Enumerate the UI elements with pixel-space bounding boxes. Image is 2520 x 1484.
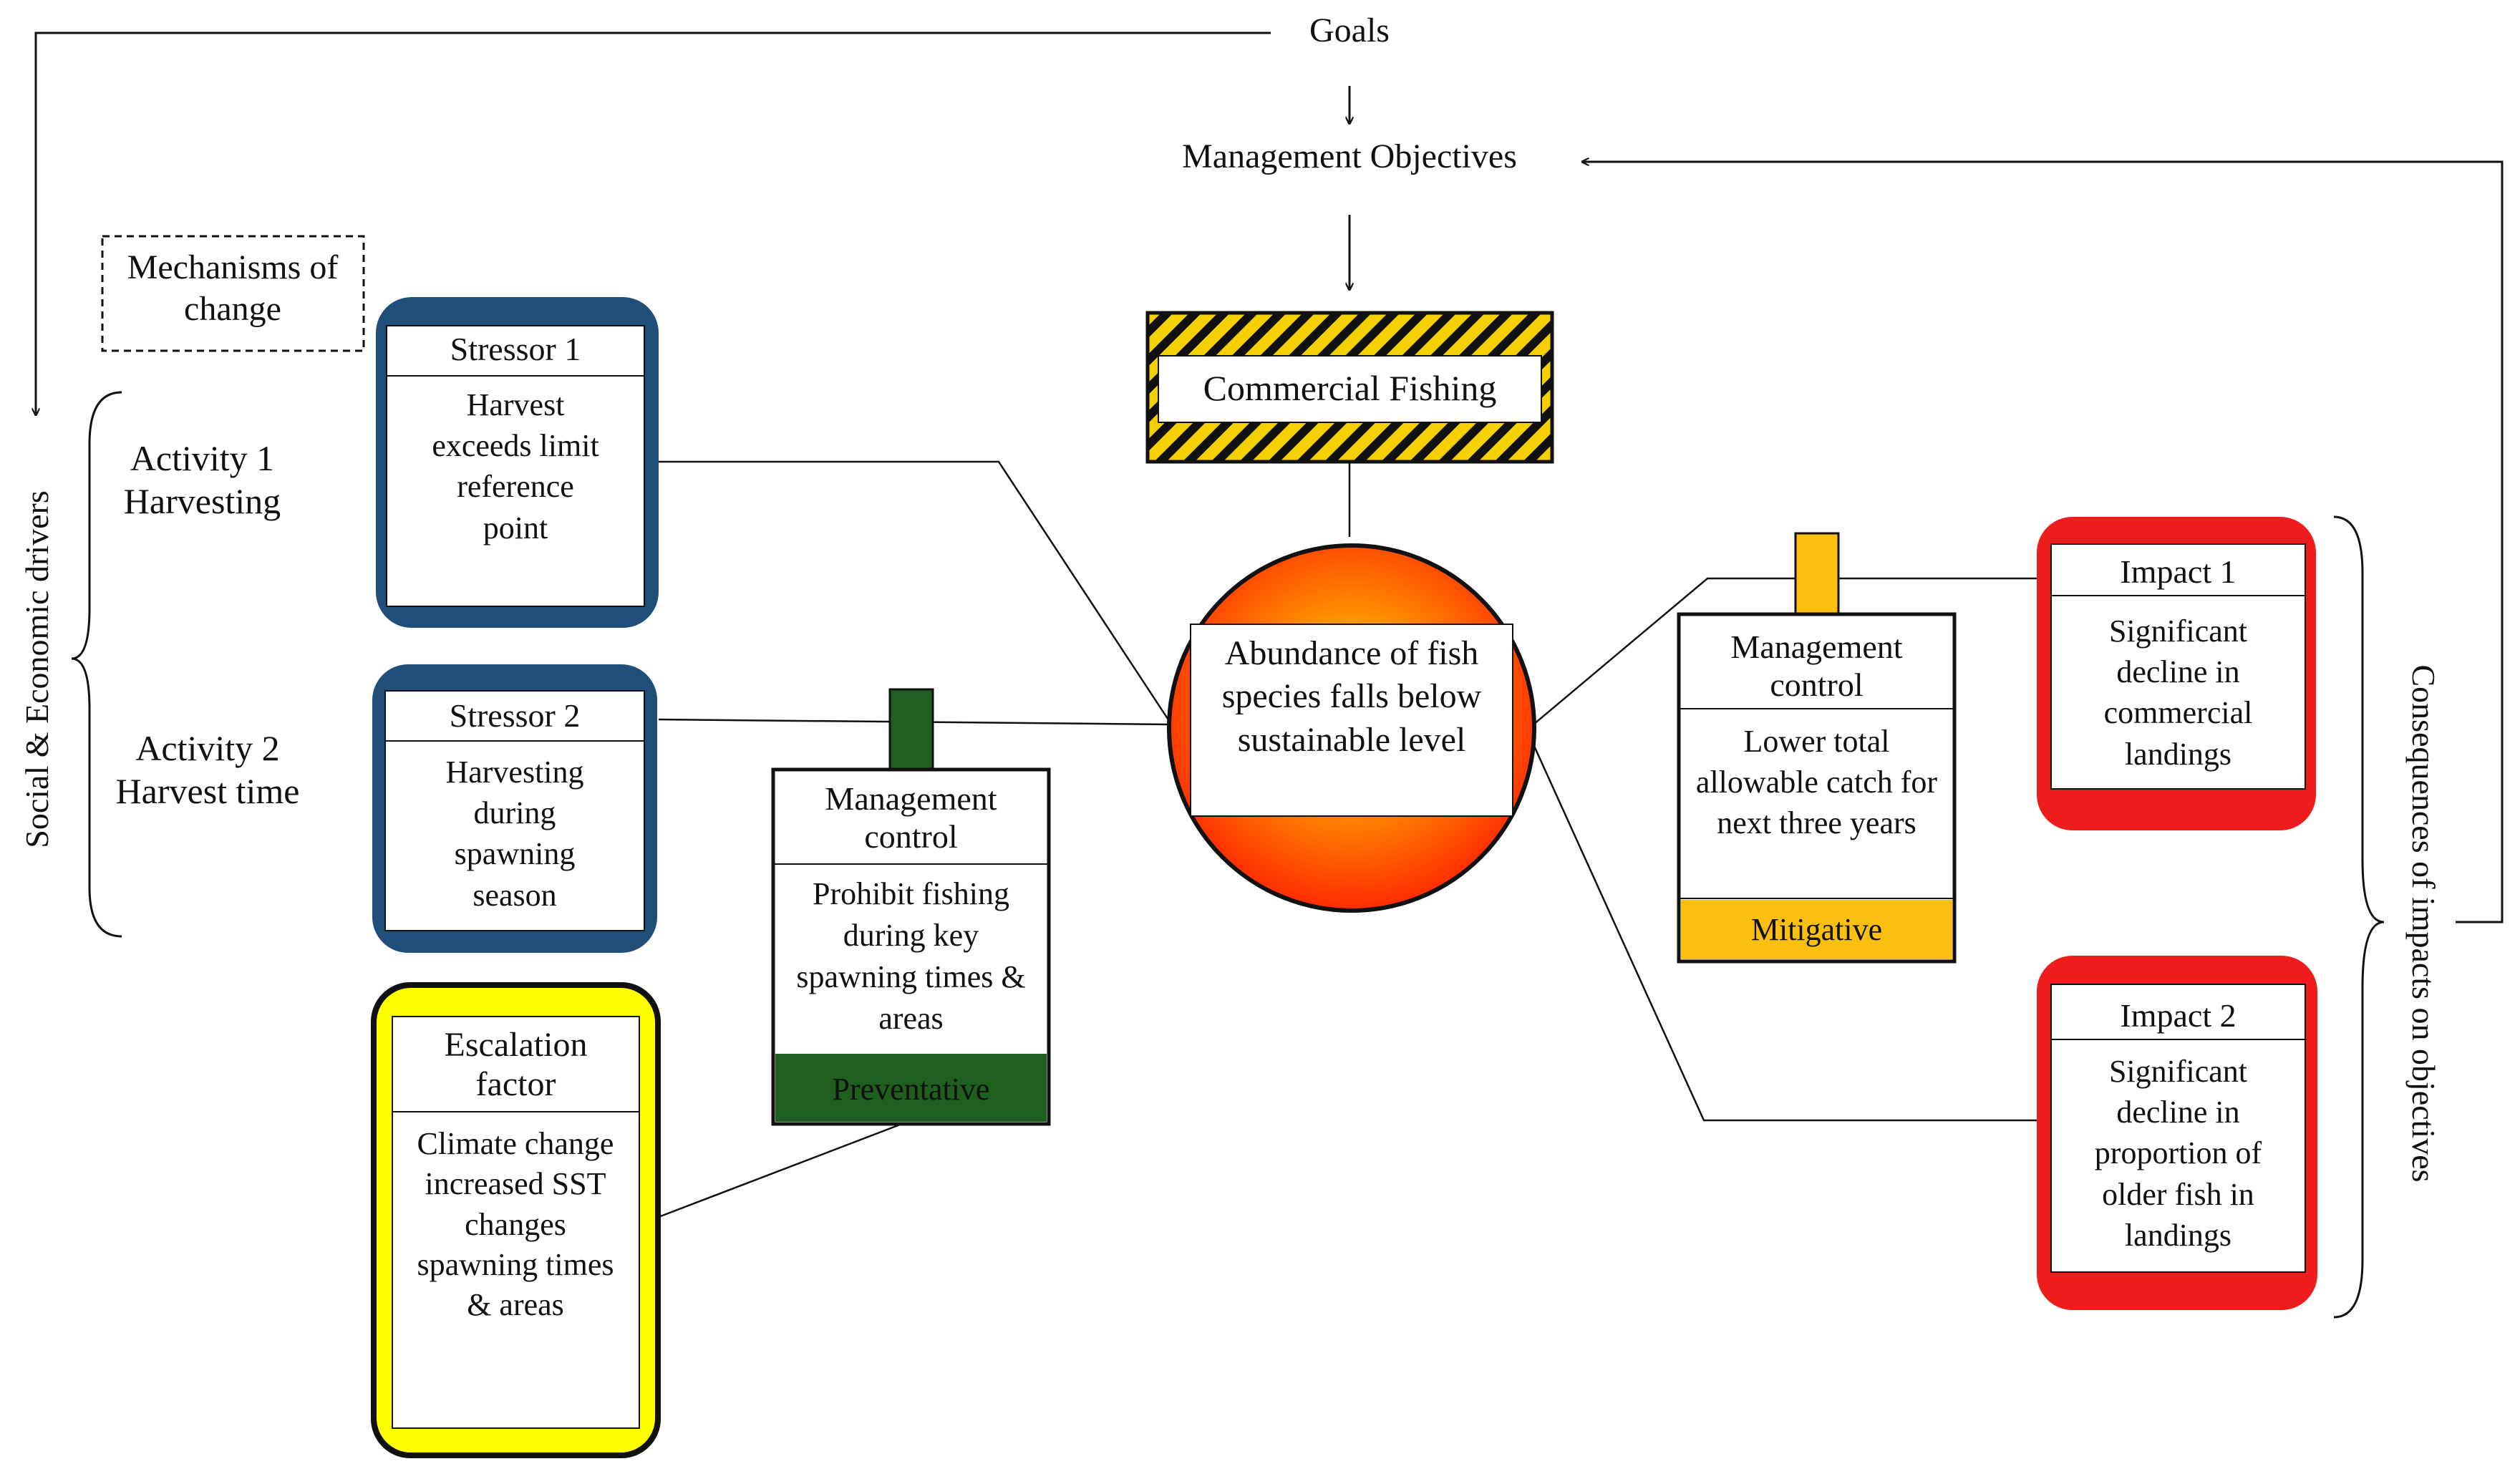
stressor-1-body: Harvest exceeds limit reference point [432, 387, 599, 545]
impact-2-body: Significant decline in proportion of old… [2094, 1054, 2262, 1253]
stressor-2-box [372, 664, 657, 953]
preventative-control-title: Management control [825, 780, 997, 855]
mitigative-control-box [1677, 532, 1957, 964]
stressor-2-title: Stressor 2 [449, 697, 581, 734]
hazard-label: Commercial Fishing [1203, 368, 1497, 408]
escalation-body: Climate change increased SST changes spa… [417, 1126, 614, 1323]
top-event [1167, 543, 1536, 913]
mechanisms-box [101, 235, 365, 352]
braces [71, 391, 2385, 1319]
preventative-control-body: Prohibit fishing during key spawning tim… [796, 876, 1026, 1037]
mitigative-type-label: Mitigative [1750, 912, 1883, 947]
hazard-box [1145, 311, 1554, 464]
preventative-control-box [771, 688, 1051, 1126]
mechanisms-label: Mechanisms of change [127, 248, 339, 328]
stressor-2-body: Harvesting during spawning season [445, 755, 584, 913]
escalation-title: Escalation factor [444, 1026, 588, 1104]
mitigative-control-body: Lower total allowable catch for next thr… [1695, 724, 1938, 841]
escalation-factor-box [371, 982, 661, 1458]
activity-2-label: Activity 2 Harvest time [115, 728, 300, 811]
activity-1-label: Activity 1 Harvesting [123, 438, 281, 521]
impact-1-box [2037, 517, 2316, 830]
mitigative-control-title: Management control [1730, 629, 1903, 703]
impact-2-title: Impact 2 [2120, 997, 2236, 1034]
management-objectives-label: Management Objectives [1131, 136, 1568, 186]
goals-feedback-arrows [36, 31, 2504, 923]
stressor-1-title: Stressor 1 [450, 331, 581, 367]
impact-1-title: Impact 1 [2120, 553, 2236, 590]
impact-2-box [2037, 956, 2317, 1310]
goals-label: Goals [1278, 10, 1421, 53]
stressor-1-box [376, 297, 659, 628]
impact-1-body: Significant decline in commercial landin… [2103, 614, 2253, 772]
preventative-type-label: Preventative [832, 1072, 990, 1107]
top-event-label: Abundance of fish species falls below su… [1221, 634, 1482, 759]
